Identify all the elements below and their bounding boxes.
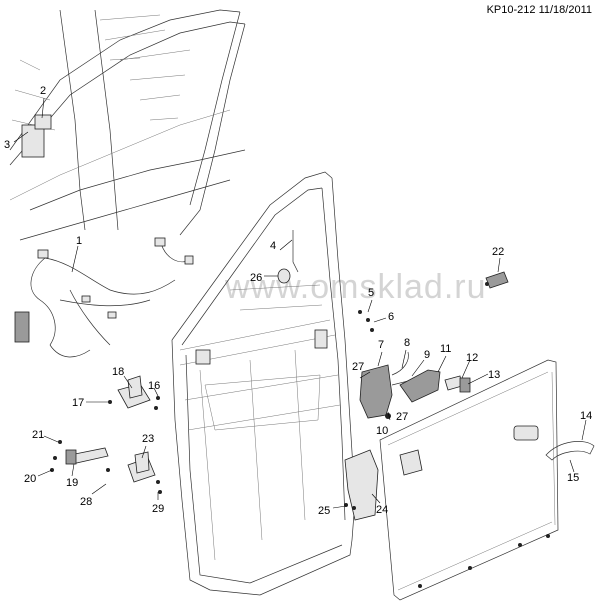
callout-22: 22: [492, 246, 504, 258]
callout-17: 17: [72, 397, 84, 409]
door-outer-panel: [379, 359, 595, 601]
callout-7: 7: [378, 339, 384, 351]
callout-28: 28: [80, 496, 92, 508]
callout-20: 20: [24, 473, 36, 485]
body-side-pillar: [9, 9, 246, 241]
callout-8: 8: [404, 337, 410, 349]
callout-25: 25: [318, 505, 330, 517]
callout-26: 26: [250, 272, 262, 284]
callout-labels: 1 2 3 4 5 6 7 8 9 10 11 12 13 14 15 16 1…: [4, 85, 592, 517]
callout-15: 15: [567, 472, 579, 484]
watermark-text: www.omsklad.ru: [225, 268, 487, 306]
callout-6: 6: [388, 311, 394, 323]
lower-hinge: [106, 451, 162, 494]
callout-16: 16: [148, 380, 160, 392]
door-check-link: [50, 440, 109, 472]
leader-lines: [13, 97, 587, 509]
callout-12: 12: [466, 352, 478, 364]
callout-10: 10: [376, 425, 388, 437]
door-inner-frame: [171, 171, 356, 596]
callout-18: 18: [112, 366, 124, 378]
callout-4: 4: [270, 240, 276, 252]
callout-27-latch: 27: [352, 361, 364, 373]
door-latch: [358, 310, 471, 419]
callout-1: 1: [76, 235, 82, 247]
callout-24: 24: [376, 504, 388, 516]
callout-21: 21: [32, 429, 44, 441]
upper-hinge: [108, 375, 160, 410]
callout-13: 13: [488, 369, 500, 381]
callout-27-bolt: 27: [396, 411, 408, 423]
lock-cylinder: [485, 271, 509, 289]
window-rod: [277, 230, 299, 284]
callout-9: 9: [424, 349, 430, 361]
callout-2: 2: [40, 85, 46, 97]
lower-bracket: [344, 449, 379, 521]
callout-23: 23: [142, 433, 154, 445]
callout-29: 29: [152, 503, 164, 515]
wiring-harness: [14, 237, 194, 358]
callout-14: 14: [580, 410, 592, 422]
callout-11: 11: [440, 343, 451, 355]
callout-5: 5: [368, 287, 374, 299]
callout-3: 3: [4, 139, 10, 151]
reference-code: KP10-212 11/18/2011: [486, 4, 592, 16]
callout-19: 19: [66, 477, 78, 489]
